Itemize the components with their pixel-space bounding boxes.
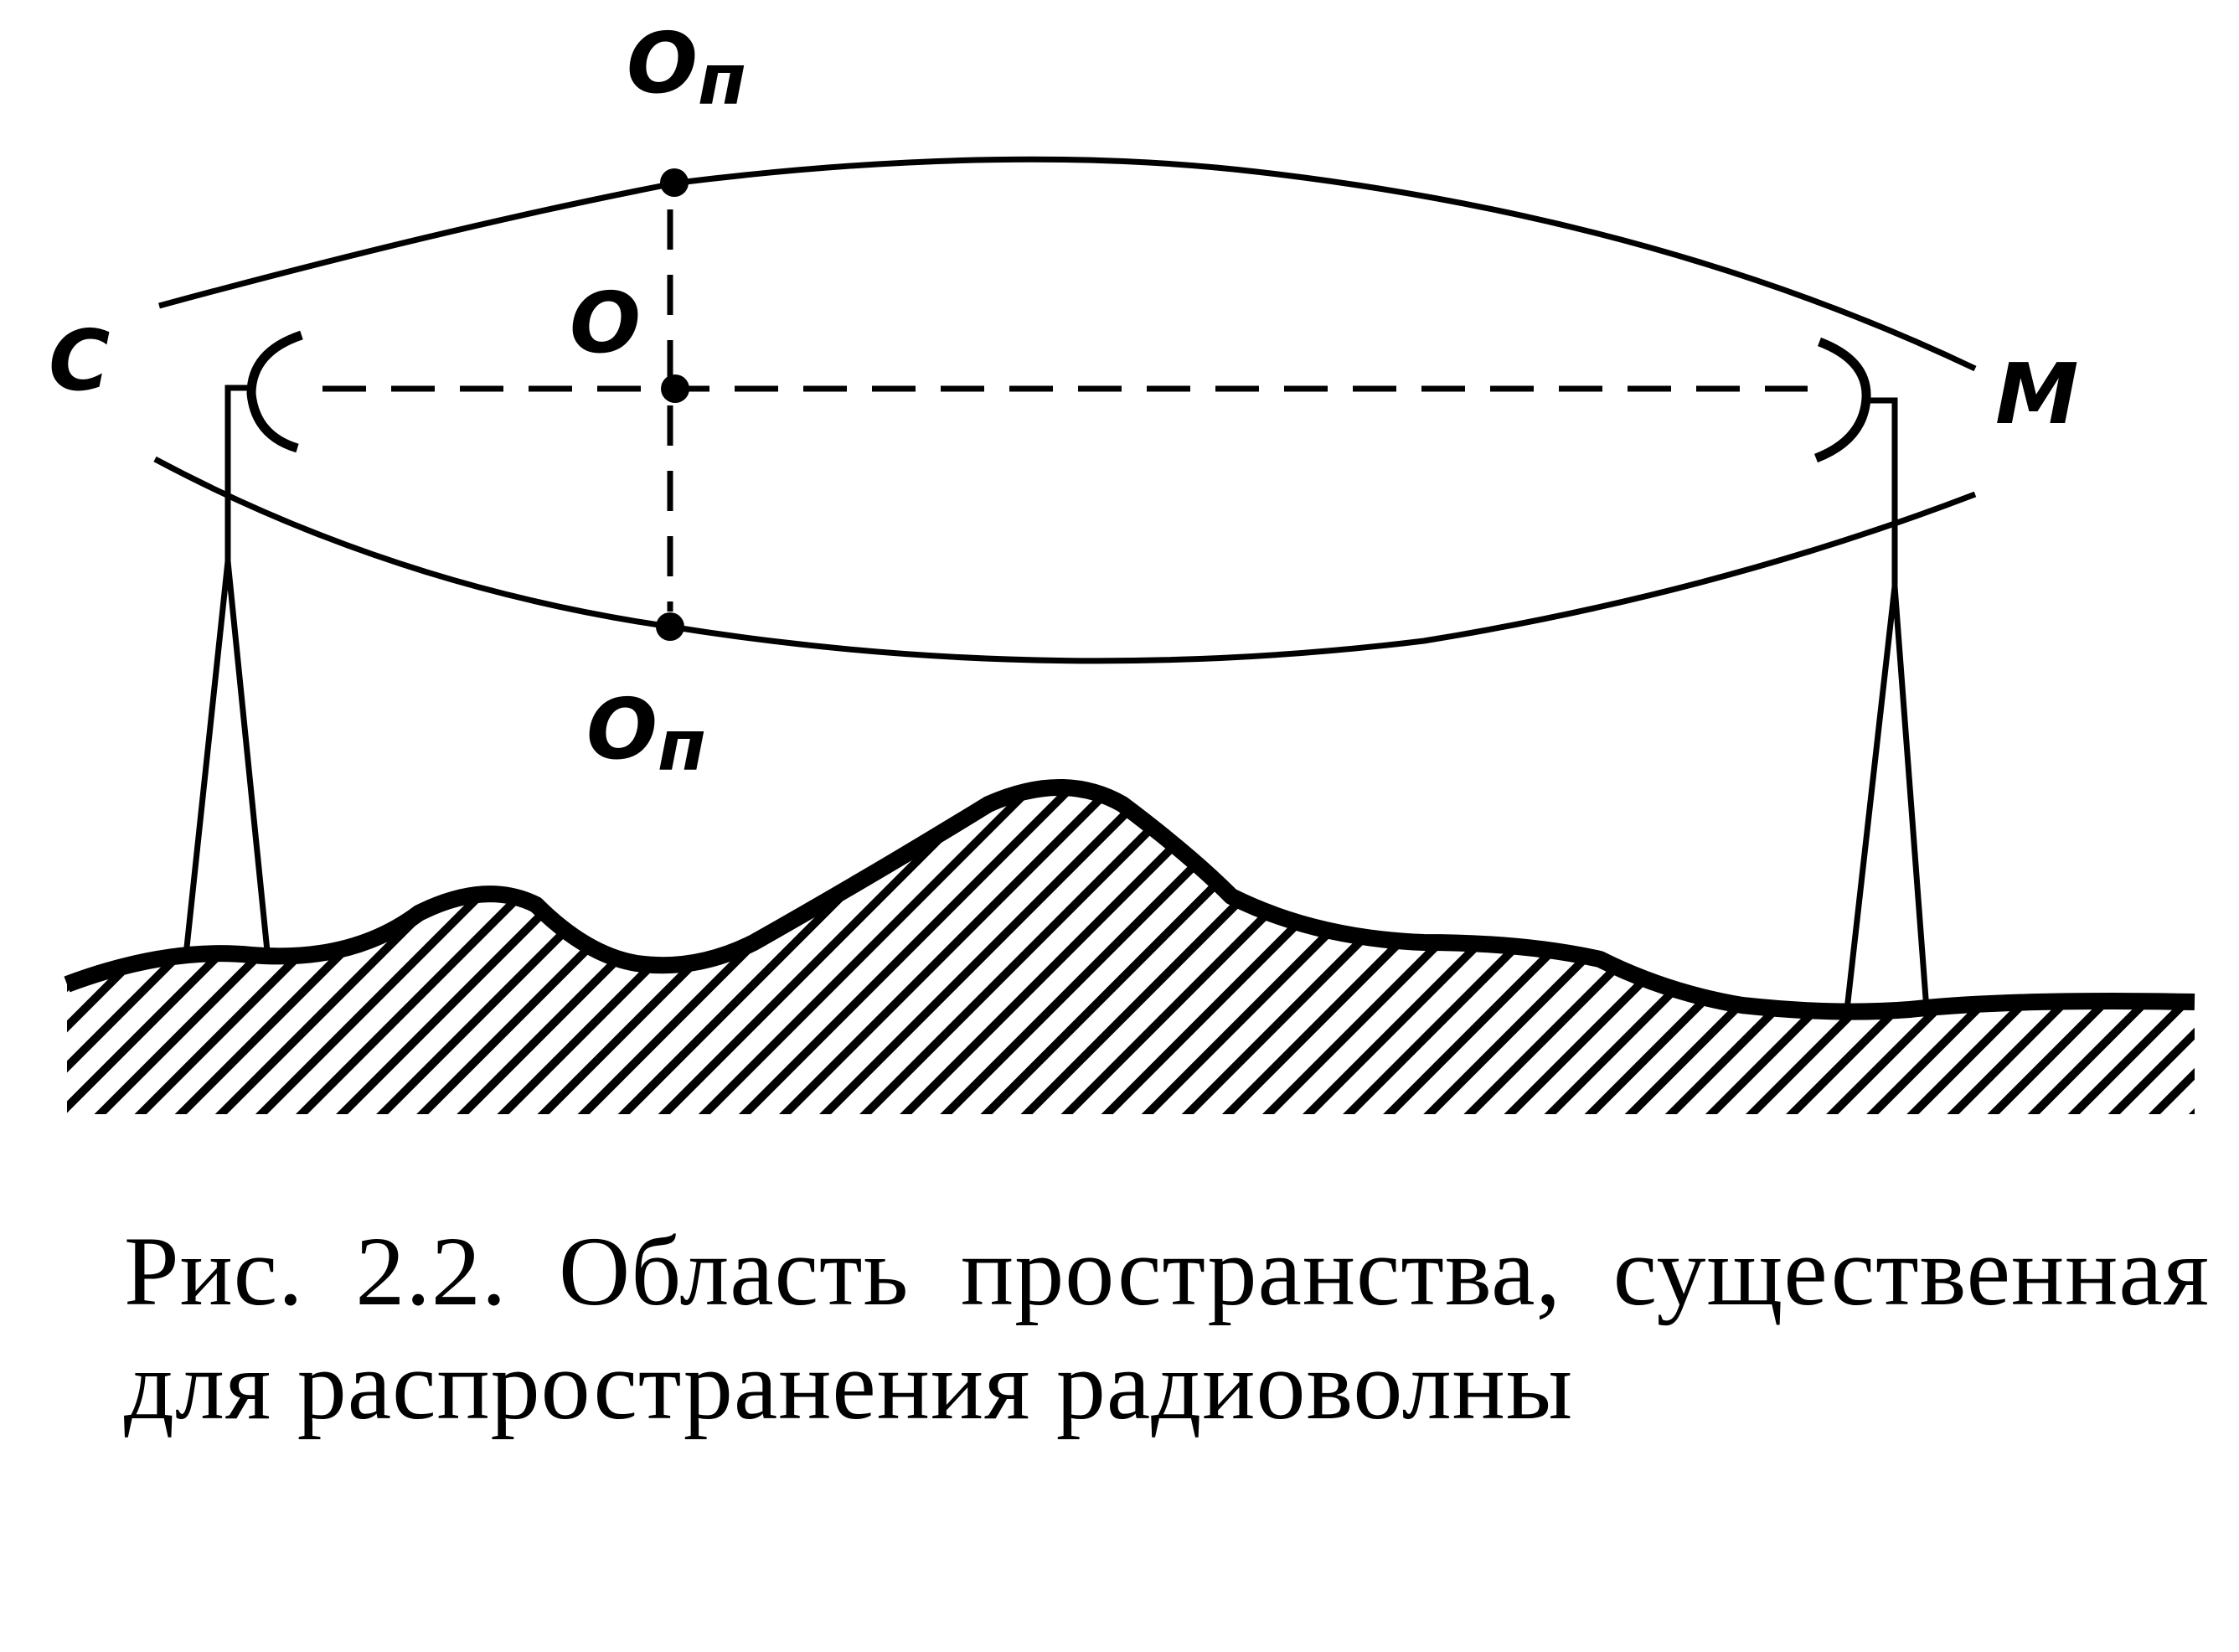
left-tower	[183, 385, 271, 960]
center-point-label: O	[570, 274, 641, 372]
fresnel-lower-boundary	[153, 456, 1977, 664]
right-station-label: M	[1995, 345, 2079, 443]
top-point-label: Oп	[627, 14, 746, 121]
figure-caption: Рис. 2.2. Область пространства, существе…	[124, 1216, 2210, 1440]
center-point	[661, 374, 689, 403]
bottom-point-label: Oп	[586, 680, 706, 787]
bottom-zone-point	[656, 612, 684, 641]
fresnel-upper-boundary	[158, 156, 1977, 372]
right-antenna-dish	[1813, 337, 1871, 463]
left-antenna-dish	[246, 330, 303, 453]
top-zone-point	[660, 168, 689, 197]
left-station-label: C	[49, 312, 110, 410]
right-tower	[1844, 397, 1930, 1010]
terrain-profile	[64, 779, 2195, 1020]
